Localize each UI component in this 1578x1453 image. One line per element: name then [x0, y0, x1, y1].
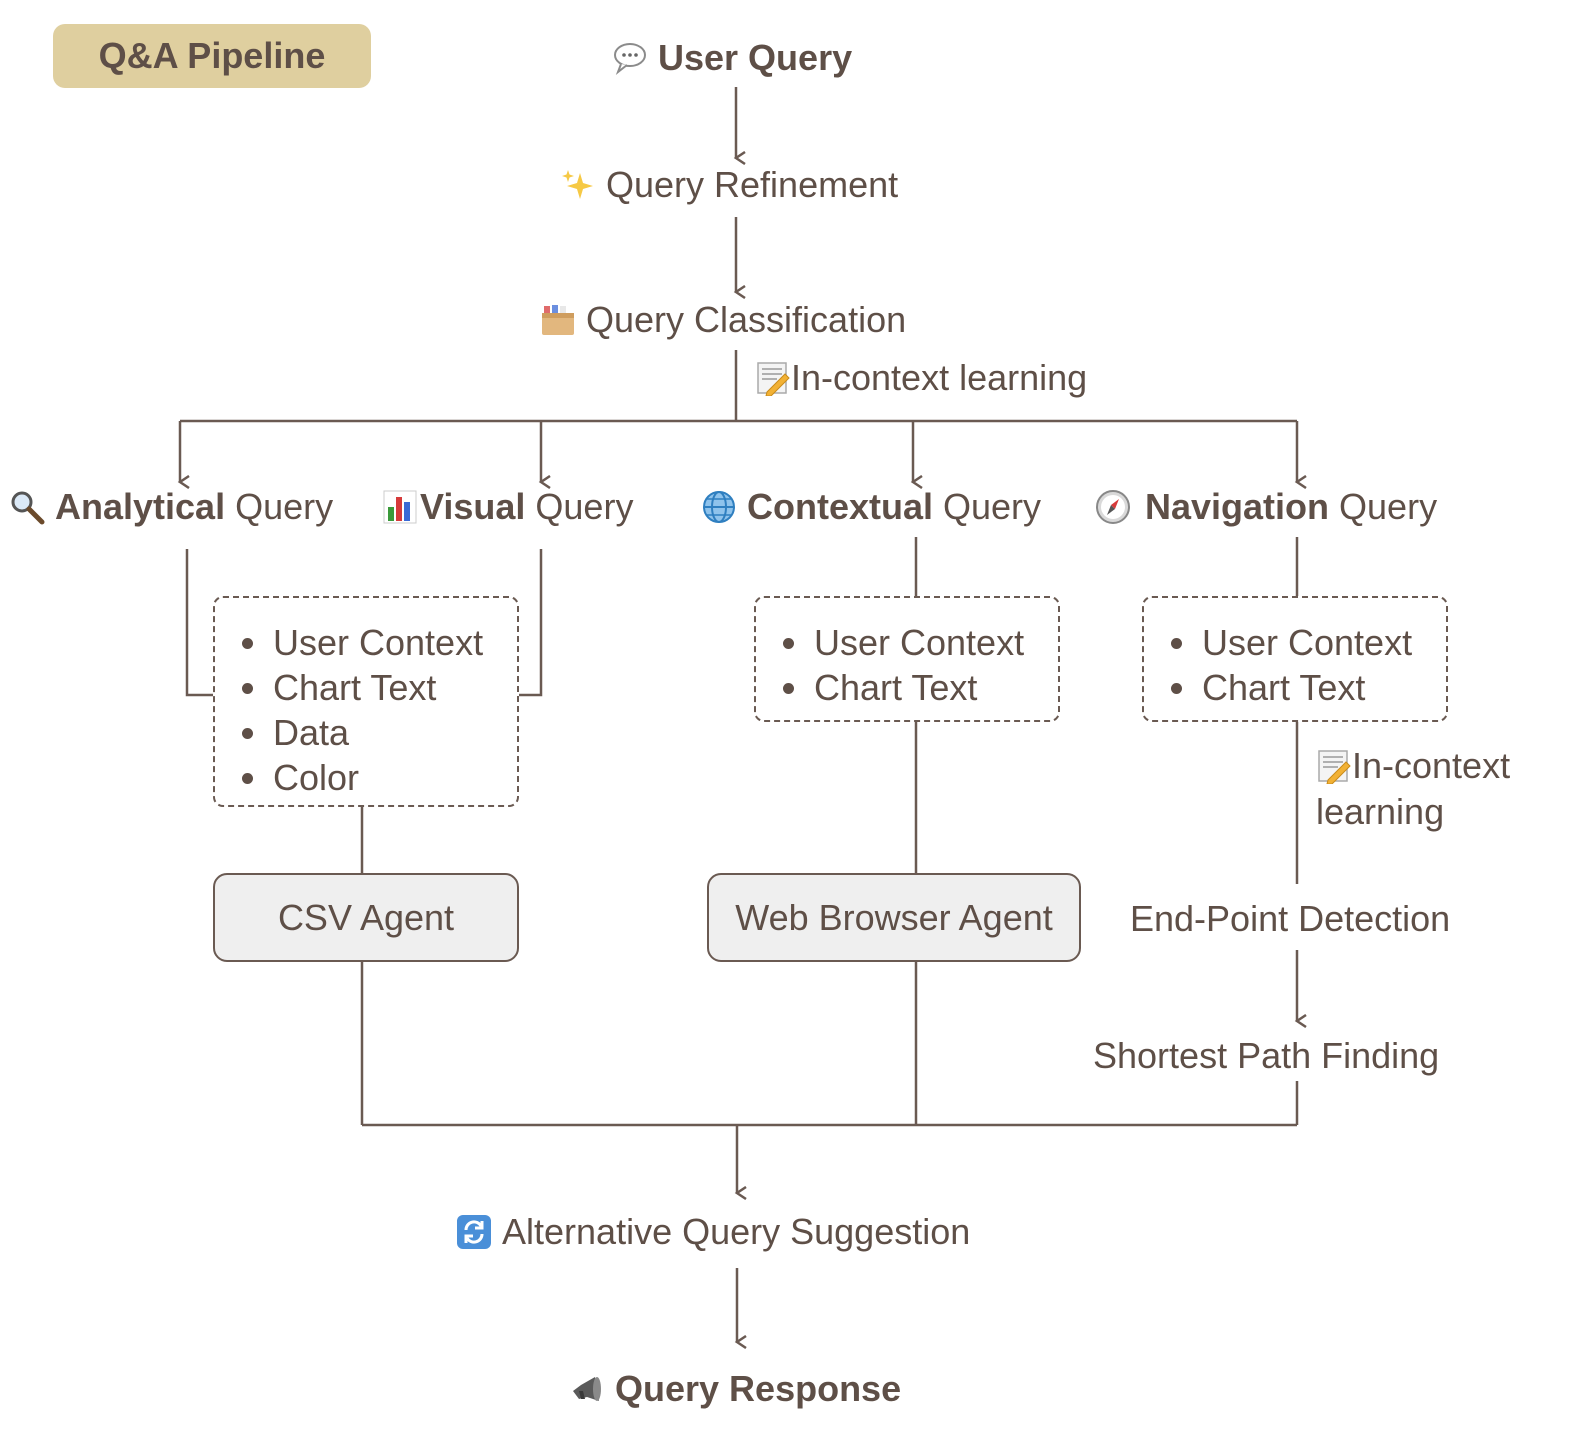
contextual-rest: Query	[943, 486, 1042, 527]
speaker-icon	[569, 1371, 605, 1407]
contextual-query-node: Contextual Query	[701, 485, 1041, 529]
globe-icon	[701, 489, 737, 525]
magnifier-icon	[9, 489, 45, 525]
in-context-learning-nav-line2: learning	[1316, 791, 1445, 832]
alternative-query-node: Alternative Query Suggestion	[456, 1210, 970, 1254]
in-context-learning-nav-line1: In-context	[1352, 745, 1511, 786]
memo-icon	[1316, 748, 1352, 784]
navigation-query-node: Navigation Query	[1095, 485, 1437, 529]
sparkles-icon	[560, 167, 596, 203]
in-context-learning-top: In-context learning	[755, 356, 1087, 400]
list-item: Data	[271, 710, 517, 755]
analytical-bold: Analytical	[55, 486, 226, 527]
list-item: User Context	[271, 620, 517, 665]
web-browser-agent-box: Web Browser Agent	[707, 873, 1081, 962]
end-point-detection-node: End-Point Detection	[1130, 898, 1451, 939]
list-item: User Context	[1200, 620, 1446, 665]
visual-query-node: Visual Query	[382, 485, 633, 529]
context-box-analytical-visual: User Context Chart Text Data Color	[213, 596, 519, 807]
analytical-rest: Query	[235, 486, 334, 527]
user-query-node: User Query	[612, 36, 852, 80]
pipeline-title-badge: Q&A Pipeline	[53, 24, 371, 88]
list-item: Chart Text	[1200, 665, 1446, 710]
contextual-bold: Contextual	[747, 486, 934, 527]
card-file-box-icon	[540, 302, 576, 338]
arrows-cycle-icon	[456, 1214, 492, 1250]
alternative-query-label: Alternative Query Suggestion	[502, 1211, 971, 1252]
speech-bubble-icon	[612, 40, 648, 76]
navigation-rest: Query	[1339, 486, 1438, 527]
shortest-path-finding-node: Shortest Path Finding	[1093, 1035, 1440, 1076]
line-analytical-to-box	[185, 549, 215, 697]
line-visual-to-box	[517, 549, 543, 697]
query-classification-label: Query Classification	[586, 299, 907, 340]
in-context-learning-nav: In-context learning	[1316, 743, 1510, 835]
analytical-query-node: Analytical Query	[9, 485, 333, 529]
context-box-contextual: User Context Chart Text	[754, 596, 1060, 722]
navigation-bold: Navigation	[1145, 486, 1330, 527]
memo-icon	[755, 360, 791, 396]
context-box-navigation: User Context Chart Text	[1142, 596, 1448, 722]
csv-agent-box: CSV Agent	[213, 873, 519, 962]
query-response-node: Query Response	[569, 1367, 901, 1411]
in-context-learning-top-label: In-context learning	[791, 357, 1088, 398]
list-item: User Context	[812, 620, 1058, 665]
list-item: Color	[271, 755, 517, 800]
bar-chart-icon	[382, 489, 418, 525]
query-response-label: Query Response	[615, 1368, 902, 1409]
list-item: Chart Text	[271, 665, 517, 710]
visual-bold: Visual	[420, 486, 526, 527]
compass-icon	[1095, 489, 1135, 525]
user-query-label: User Query	[658, 37, 853, 78]
list-item: Chart Text	[812, 665, 1058, 710]
query-classification-node: Query Classification	[540, 298, 906, 342]
visual-rest: Query	[535, 486, 634, 527]
query-refinement-label: Query Refinement	[606, 164, 899, 205]
query-refinement-node: Query Refinement	[560, 163, 898, 207]
